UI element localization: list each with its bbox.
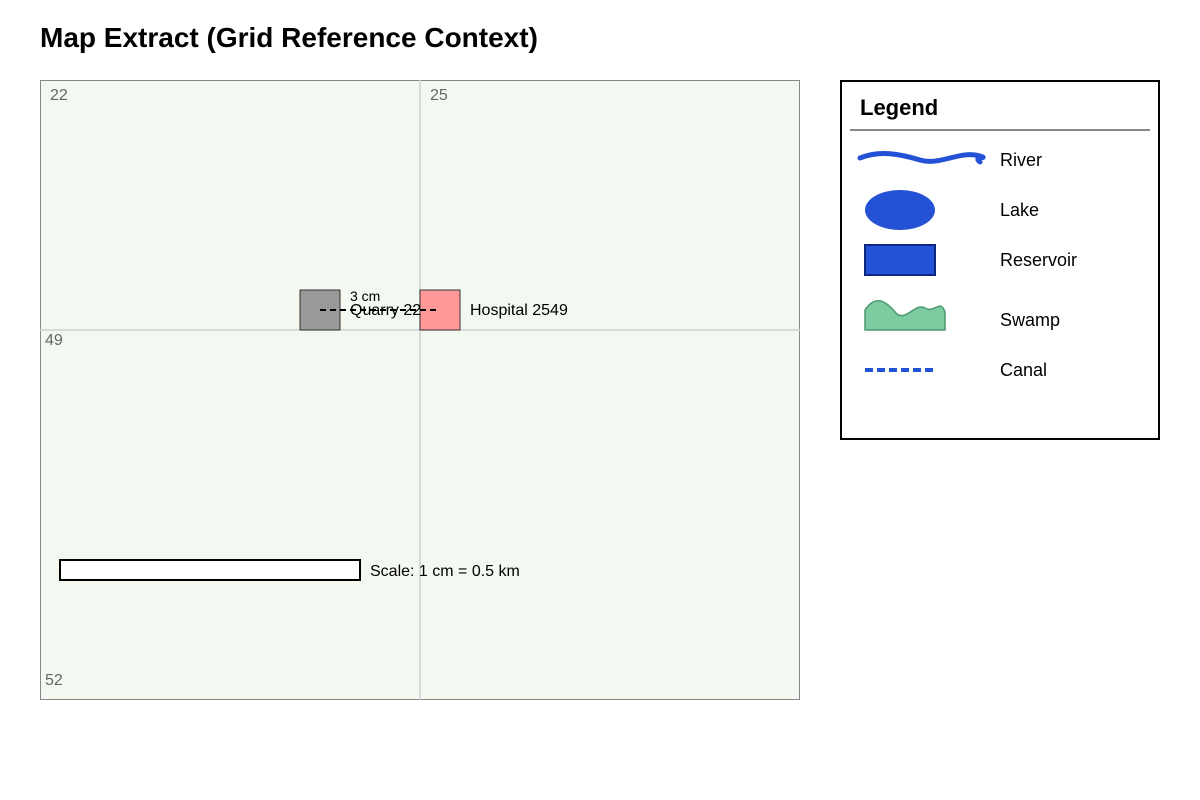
legend-title: Legend xyxy=(860,95,938,120)
lake-icon xyxy=(865,190,935,230)
legend-panel: Legend River Lake Reservoir Swamp Canal xyxy=(840,80,1160,440)
scale-label: Scale: 1 cm = 0.5 km xyxy=(370,563,520,580)
northing-label-49: 49 xyxy=(45,332,63,349)
scale-bar xyxy=(59,559,361,581)
legend-label-canal: Canal xyxy=(1000,360,1047,380)
legend-label-swamp: Swamp xyxy=(1000,310,1060,330)
distance-label: 3 cm xyxy=(350,288,380,304)
northing-label-52: 52 xyxy=(45,672,63,689)
legend-label-lake: Lake xyxy=(1000,200,1039,220)
page-title: Map Extract (Grid Reference Context) xyxy=(40,22,538,53)
legend-label-river: River xyxy=(1000,150,1042,170)
easting-label-22: 22 xyxy=(50,87,68,104)
hospital-label: Hospital 2549 xyxy=(470,302,568,319)
map-panel: 22 25 49 52 Quarry 22 3 cm Hospital 2549… xyxy=(40,80,800,700)
legend-label-reservoir: Reservoir xyxy=(1000,250,1077,270)
easting-label-25: 25 xyxy=(430,87,448,104)
swamp-icon xyxy=(864,300,946,331)
river-icon xyxy=(857,151,986,165)
reservoir-icon xyxy=(864,244,936,276)
